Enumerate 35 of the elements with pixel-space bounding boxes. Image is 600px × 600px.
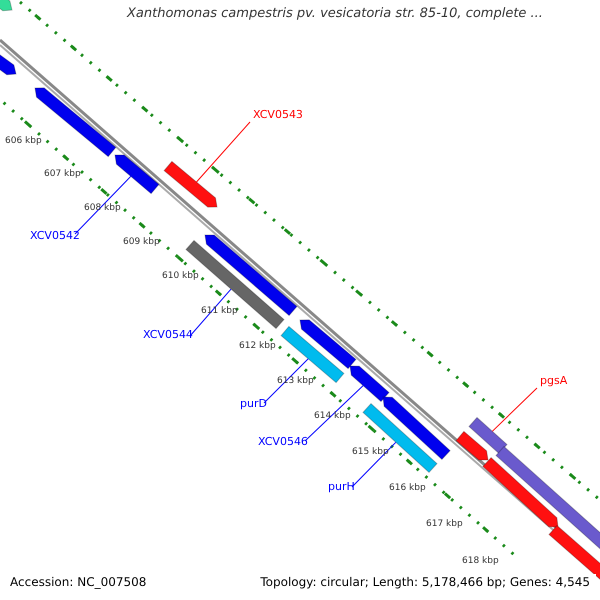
tick-label: 618 kbp [462, 556, 499, 566]
gene-label: XCV0543 [253, 108, 303, 121]
gene-feature [0, 0, 13, 12]
gene-label: XCV0546 [258, 435, 308, 448]
gene-label: XCV0542 [30, 229, 80, 242]
gene-feature [482, 456, 559, 528]
gene-feature [349, 366, 390, 402]
gene-feature [163, 160, 218, 208]
tick-label: 614 kbp [314, 411, 351, 421]
tick-label: 617 kbp [426, 519, 463, 529]
tick-label: 610 kbp [162, 271, 199, 281]
gene-label: XCV0544 [143, 328, 193, 341]
tick-label: 612 kbp [239, 341, 276, 351]
gene-feature [455, 430, 489, 460]
tick-label: 608 kbp [84, 203, 121, 213]
gene-label: purD [240, 397, 267, 410]
tick-label: 606 kbp [5, 136, 42, 146]
title: Xanthomonas campestris pv. vesicatoria str. 85-10, complete ... [126, 6, 544, 21]
tick-label: 607 kbp [44, 169, 81, 179]
leader-line [492, 388, 538, 432]
gene-label: pgsA [540, 374, 568, 387]
leader-line [190, 288, 232, 336]
leader-line [74, 176, 132, 234]
gene-feature [299, 319, 357, 370]
gene-feature [495, 446, 600, 552]
leader-line [304, 385, 364, 442]
gene-feature [114, 154, 160, 194]
gene-label: purH [328, 480, 355, 493]
leader-line [196, 122, 250, 183]
tick-label: 616 kbp [389, 483, 426, 493]
gene-feature [468, 416, 508, 454]
leader-line [352, 442, 396, 488]
tick-label: 609 kbp [123, 237, 160, 247]
leader-line [264, 358, 309, 404]
gene-feature [0, 52, 17, 76]
